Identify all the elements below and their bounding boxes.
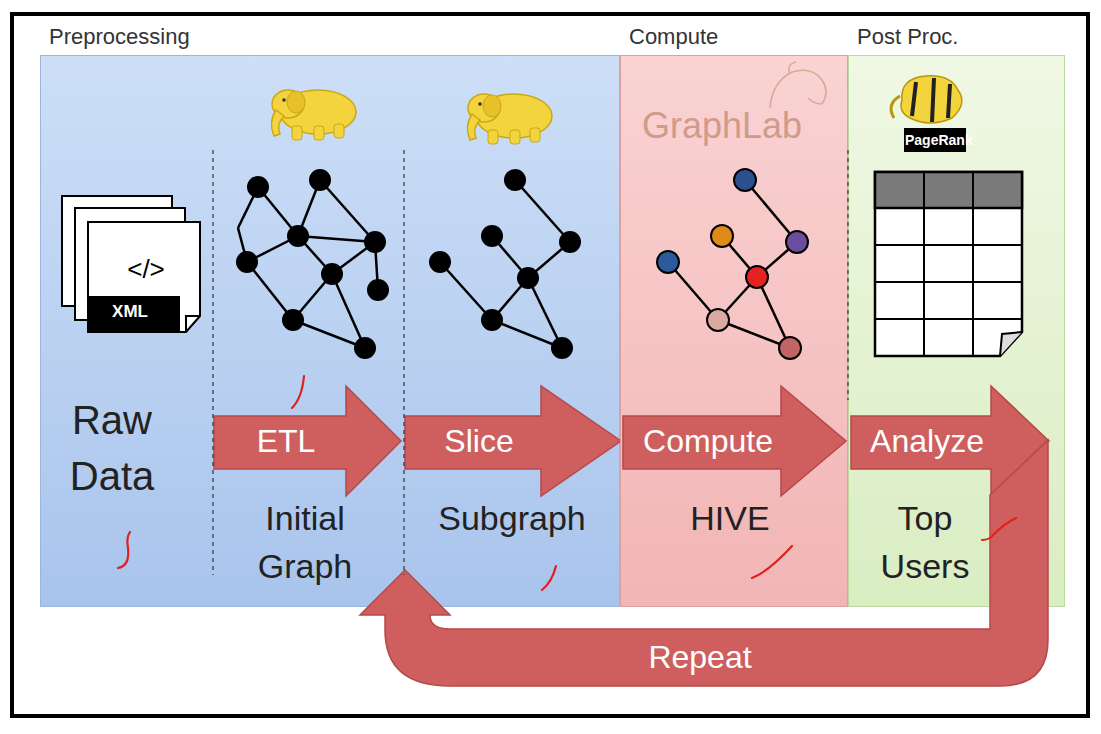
text-label: Top Users (865, 494, 985, 590)
arrow-label: Analyze (870, 423, 984, 460)
text-label: GraphLab (642, 104, 802, 147)
text-label: PageRank (905, 132, 973, 149)
text-label-box: Initial Graph (230, 494, 380, 590)
arrow-label: Slice (444, 423, 513, 460)
stage-heading: Post Proc. (857, 24, 958, 49)
text-label-box: Raw Data (47, 392, 177, 504)
text-label: HIVE (690, 494, 769, 542)
text-label-box: GraphLab (622, 104, 822, 147)
arrow-label: Compute (643, 423, 773, 460)
text-label: Subgraph (438, 494, 585, 542)
arrow-label: Repeat (648, 639, 751, 676)
text-label: XML (112, 302, 148, 322)
arrow-label: ETL (257, 423, 316, 460)
process-arrow: Compute (623, 386, 846, 496)
stage-heading: Compute (629, 24, 718, 49)
text-label-box: Subgraph (422, 494, 602, 542)
text-label: Initial Graph (230, 494, 380, 590)
text-label-box: Top Users (865, 494, 985, 590)
text-label-box: PageRank (905, 131, 965, 149)
process-arrow: Slice (405, 386, 621, 496)
process-arrow: ETL (214, 386, 401, 496)
stage-heading: Preprocessing (49, 24, 190, 49)
text-label-box: </> (106, 254, 186, 285)
text-label-box: HIVE (630, 494, 830, 542)
text-label: </> (127, 254, 165, 285)
text-label: Raw Data (47, 392, 177, 504)
text-label-box: XML (90, 302, 170, 322)
